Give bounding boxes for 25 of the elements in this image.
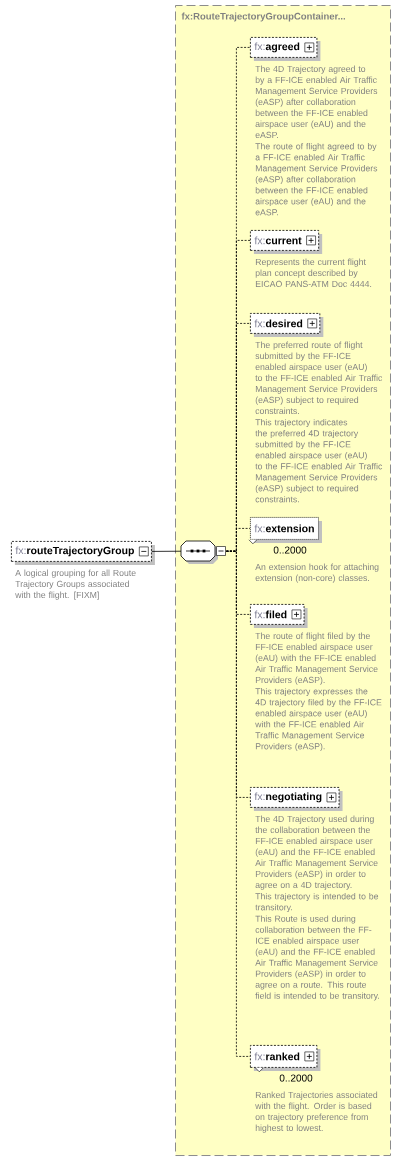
element-box: fx:desired bbox=[250, 313, 324, 337]
multiplicity-label: 0..2000 bbox=[273, 546, 307, 554]
description-text: This trajectory is intended to be transitory. bbox=[255, 893, 379, 913]
element-box: fx:extension bbox=[248, 517, 322, 545]
description-text: This Route is used during collaboration between the FF-ICE enabled airspace user (eAU) and the FF-ICE enabled Air Traffic Management Service Providers (eASP) in order to agree on a route. This route field is intended to be transitory. bbox=[255, 915, 379, 1001]
element-box: fx:routeTrajectoryGroup bbox=[11, 541, 155, 565]
description-text: The route of flight filed by the FF-ICE enabled airspace user (eAU) with the FF-ICE enabled Air Traffic Management Service Providers (eASP). bbox=[255, 632, 378, 685]
element-box: fx:negotiating bbox=[250, 787, 343, 811]
description-text: This trajectory expresses the 4D trajectory filed by the FF-ICE enabled airspace user (eAU) with the FF-ICE enabled Air Traffic Management Service Providers (eASP). bbox=[255, 688, 382, 752]
description-text: Ranked Trajectories associated with the flight. Order is based on trajectory preference from highest to lowest. bbox=[255, 1091, 378, 1133]
description-text: The preferred route of flight submitted by the FF-ICE enabled airspace user (eAU) to the FF-ICE enabled Air Traffic Management Service Providers (eASP) subject to required constraints. bbox=[255, 341, 383, 414]
connector-line bbox=[226, 550, 251, 1057]
description-text: This trajectory indicates the preferred 4D trajectory submitted by the FF-ICE enabled airspace user (eAU) to the FF-ICE enabled Air Traffic Management Service Providers (eASP) subject to required constraints. bbox=[255, 419, 383, 503]
connector-line bbox=[151, 550, 182, 552]
description-text: A logical grouping for all Route Trajectory Groups associated with the flight. [FIXM] bbox=[15, 569, 136, 600]
description-text: Represents the current flight plan concept described by EICAO PANS-ATM Doc 4444. bbox=[255, 258, 372, 287]
description-text: The 4D Trajectory agreed to by a FF-ICE enabled Air Traffic Management Service Providers (eASP) after collaboration between the FF-ICE enabled airspace user (eAU) and the eASP. bbox=[255, 65, 378, 138]
description-text: An extension hook for attaching extension (non-core) classes. bbox=[255, 563, 379, 583]
element-box: fx:ranked bbox=[250, 1045, 321, 1073]
element-box: fx:filed bbox=[250, 604, 308, 628]
description-text: The 4D Trajectory used during the collaboration between the FF-ICE enabled airspace user (eAU) and the FF-ICE enabled Air Traffic Management Service Providers (eASP) in order to agree on a 4D trajectory. bbox=[255, 815, 378, 890]
element-box: fx:current bbox=[250, 230, 323, 254]
description-text: The route of flight agreed to by a FF-ICE enabled Air Traffic Management Service Providers (eASP) after collaboration between the FF-ICE enabled airspace user (eAU) and the eASP. bbox=[255, 143, 378, 216]
element-box: fx:agreed bbox=[250, 37, 321, 61]
multiplicity-label: 0..2000 bbox=[279, 1074, 313, 1082]
